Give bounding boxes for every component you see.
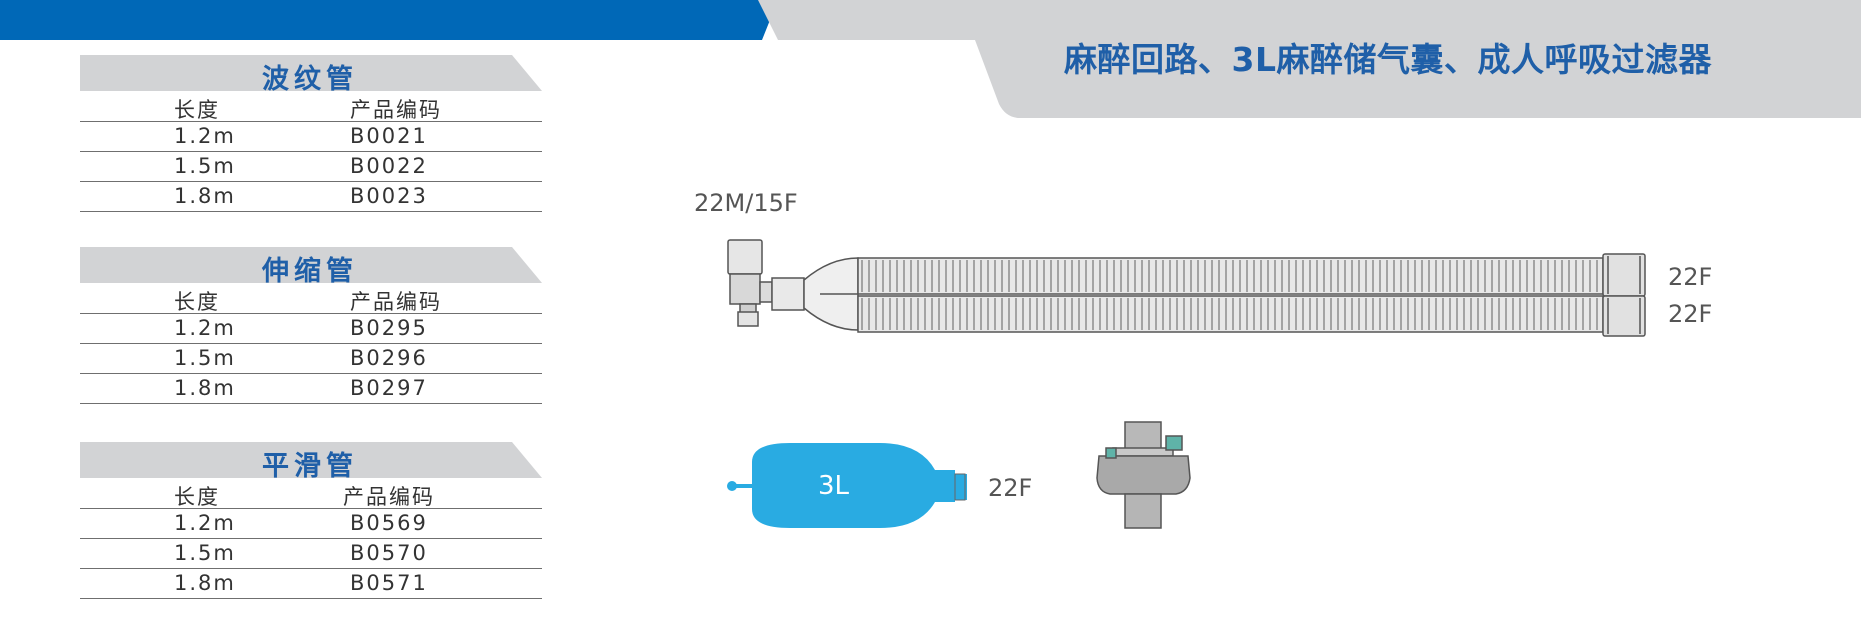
table-title-bar: 平滑管	[80, 442, 542, 482]
cell-length: 1.5m	[174, 154, 236, 178]
table-row: 1.2m B0569	[80, 508, 542, 539]
cell-code: B0022	[350, 154, 428, 178]
cell-length: 1.2m	[174, 316, 236, 340]
table-title-bar: 波纹管	[80, 55, 542, 95]
table-row: 1.5m B0570	[80, 538, 542, 569]
tube-end-label-bottom: 22F	[1668, 300, 1713, 328]
elbow-connector	[727, 239, 859, 331]
column-header-length: 长度	[174, 98, 220, 122]
cell-code: B0570	[350, 541, 428, 565]
table-row: 1.5m B0022	[80, 151, 542, 182]
corrugated-tube-lower	[857, 295, 1604, 333]
bag-port-label: 22F	[988, 474, 1033, 502]
cell-length: 1.8m	[174, 184, 236, 208]
header-blue-band	[0, 0, 778, 40]
page-title: 麻醉回路、3L麻醉储气囊、成人呼吸过滤器	[1064, 40, 1712, 79]
table-title: 伸缩管	[262, 256, 358, 287]
cell-length: 1.5m	[174, 346, 236, 370]
cell-code: B0295	[350, 316, 428, 340]
tube-end-cuffs	[1602, 253, 1646, 337]
cell-length: 1.8m	[174, 571, 236, 595]
header-gray-tab	[758, 0, 1861, 118]
bag-volume-label: 3L	[818, 471, 850, 501]
cell-length: 1.2m	[174, 511, 236, 535]
table-header-row: 长度 产品编码	[80, 283, 542, 314]
table-row: 1.2m B0295	[80, 313, 542, 344]
table-row: 1.8m B0023	[80, 181, 542, 212]
tube-end-label-top: 22F	[1668, 263, 1713, 291]
cell-length: 1.2m	[174, 124, 236, 148]
cell-length: 1.5m	[174, 541, 236, 565]
reservoir-bag	[727, 443, 967, 528]
cell-code: B0569	[350, 511, 428, 535]
table-row: 1.8m B0571	[80, 568, 542, 599]
cell-code: B0297	[350, 376, 428, 400]
table-row: 1.5m B0296	[80, 343, 542, 374]
column-header-length: 长度	[174, 485, 220, 509]
corrugated-tube-upper	[857, 257, 1604, 295]
breathing-filter	[1096, 421, 1191, 529]
column-header-code: 产品编码	[350, 98, 442, 122]
cell-length: 1.8m	[174, 376, 236, 400]
cell-code: B0021	[350, 124, 428, 148]
cell-code: B0296	[350, 346, 428, 370]
column-header-code: 产品编码	[350, 290, 442, 314]
column-header-length: 长度	[174, 290, 220, 314]
cell-code: B0571	[350, 571, 428, 595]
elbow-size-label: 22M/15F	[694, 189, 798, 217]
table-row: 1.2m B0021	[80, 121, 542, 152]
table-header-row: 长度 产品编码	[80, 91, 542, 122]
table-header-row: 长度 产品编码	[80, 478, 542, 509]
table-title: 平滑管	[262, 451, 358, 482]
column-header-code: 产品编码	[343, 485, 435, 509]
cell-code: B0023	[350, 184, 428, 208]
table-row: 1.8m B0297	[80, 373, 542, 404]
table-title: 波纹管	[262, 64, 358, 95]
table-title-bar: 伸缩管	[80, 247, 542, 287]
